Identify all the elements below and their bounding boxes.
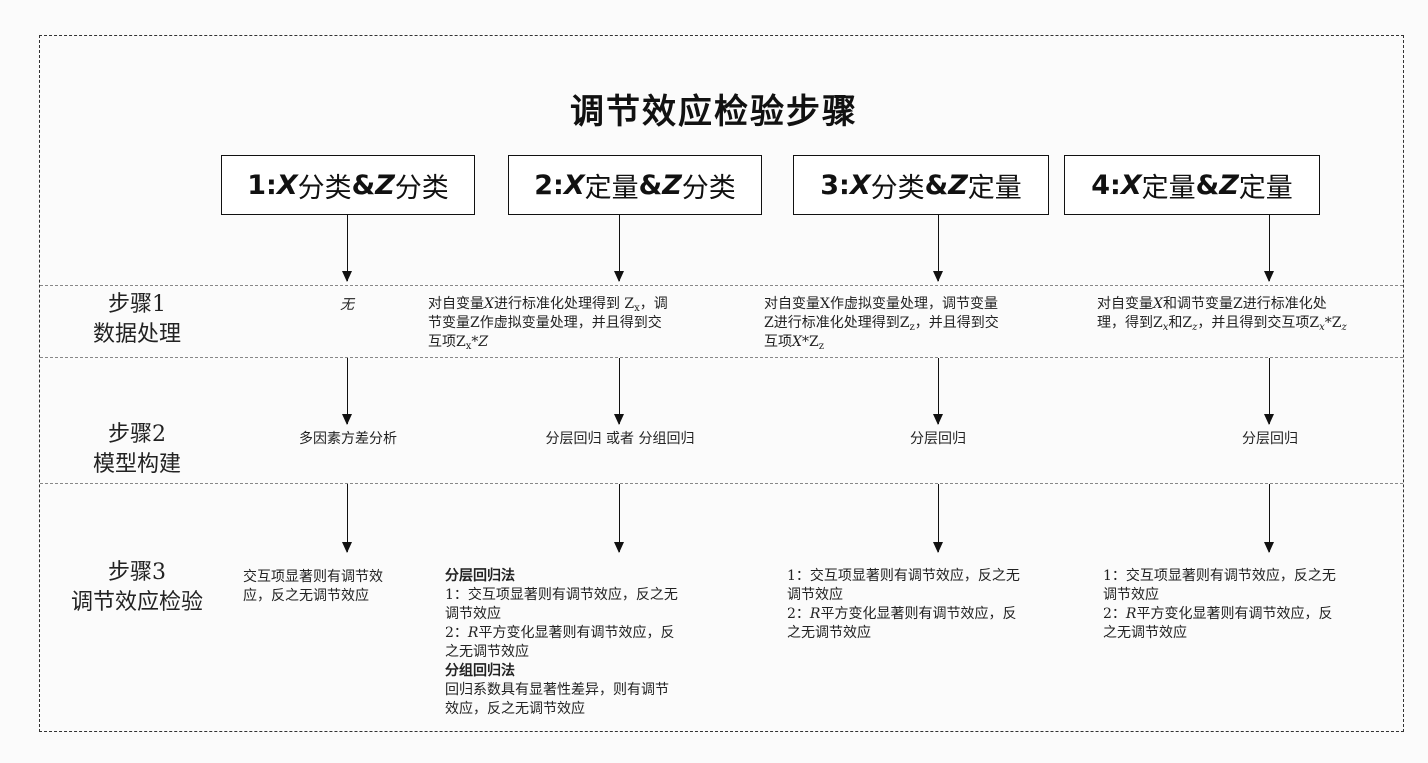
arrow-case4-step1 (1263, 215, 1274, 282)
hierarchical-regression-heading: 分层回归法 (445, 568, 515, 584)
arrow-case4-step3 (1263, 484, 1274, 553)
step-1-label: 步骤1 数据处理 (42, 290, 232, 350)
step1-case3-text: 对自变量X作虚拟变量处理，调节变量 Z进行标准化处理得到Zz，并且得到交 互项X… (764, 296, 999, 352)
step1-case4-text: 对自变量X和调节变量Z进行标准化处 理，得到Zx和Zz，并且得到交互项Zx*Zz (1097, 296, 1347, 333)
step3-case2-text: 分层回归法 1：交互项显著则有调节效应，反之无 调节效应 2：R平方变化显著则有… (445, 567, 745, 719)
step-3-desc: 调节效应检验 (70, 590, 203, 615)
arrow-case2-step2 (613, 358, 624, 425)
step3-case3-text: 1：交互项显著则有调节效应，反之无 调节效应 2：R平方变化显著则有调节效应，反… (787, 568, 1020, 641)
arrow-case2-step3 (613, 484, 624, 553)
step3-case4-text: 1：交互项显著则有调节效应，反之无 调节效应 2：R平方变化显著则有调节效应，反… (1103, 568, 1336, 641)
arrow-case3-step1 (932, 215, 943, 282)
arrow-case1-step3 (341, 484, 352, 553)
row-divider-1 (40, 285, 1403, 286)
step-2-desc: 模型构建 (92, 452, 181, 477)
arrow-case2-step1 (613, 215, 624, 282)
row-divider-3 (40, 483, 1403, 484)
step-3-label: 步骤3 调节效应检验 (42, 558, 232, 618)
step-2-name: 步骤2 (108, 422, 166, 447)
step1-case1-text: 无 (340, 297, 354, 313)
step2-case2-text: 分层回归 或者 分组回归 (545, 431, 695, 447)
row-divider-2 (40, 357, 1403, 358)
arrow-case4-step2 (1263, 358, 1274, 425)
step3-case1-text: 交互项显著则有调节效 应，反之无调节效应 (243, 569, 383, 604)
step2-case3-text: 分层回归 (910, 431, 966, 447)
diagram-frame (39, 35, 1404, 732)
step2-case4-text: 分层回归 (1242, 431, 1298, 447)
arrow-case1-step1 (341, 215, 352, 282)
step-1-name: 步骤1 (108, 292, 166, 317)
step-2-label: 步骤2 模型构建 (42, 420, 232, 480)
step-1-desc: 数据处理 (92, 322, 181, 347)
group-regression-heading: 分组回归法 (445, 663, 515, 679)
step-3-name: 步骤3 (108, 560, 166, 585)
step1-case2-text: 对自变量X进行标准化处理得到 Zx，调 节变量Z作虚拟变量处理，并且得到交 互项… (428, 296, 668, 352)
arrow-case1-step2 (341, 358, 352, 425)
step2-case1-text: 多因素方差分析 (299, 431, 397, 447)
diagram-title: 调节效应检验步骤 (570, 92, 858, 132)
arrow-case3-step3 (932, 484, 943, 553)
arrow-case3-step2 (932, 358, 943, 425)
